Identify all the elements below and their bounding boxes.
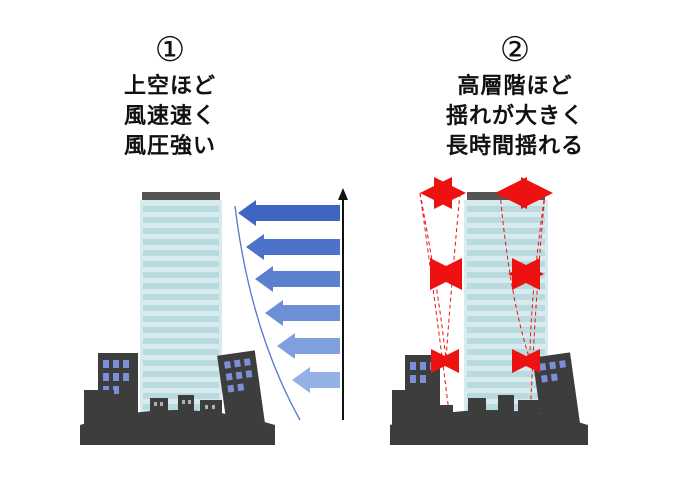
window-band <box>467 327 545 333</box>
caption-line: 上空ほど <box>123 74 216 99</box>
caption-2: ② 高層階ほど 揺れが大きく 長時間揺れる <box>385 28 645 162</box>
height-axis-arrow <box>338 188 348 420</box>
window-band <box>143 294 219 300</box>
window-band <box>143 250 219 256</box>
wind-arrow <box>238 200 340 226</box>
window-band <box>143 228 219 234</box>
caption-line: 長時間揺れる <box>445 134 584 159</box>
caption-number: ② <box>499 30 531 70</box>
window-band <box>143 217 219 223</box>
caption-line: 揺れが大きく <box>445 104 584 129</box>
caption-line: 風速速く <box>123 104 216 129</box>
wind-profile-curve <box>234 205 301 421</box>
sway-arrows <box>420 177 553 373</box>
panel-wind-pressure: ① 上空ほど 風速速く 風圧強い <box>45 28 348 445</box>
window-band <box>467 349 545 355</box>
window-band <box>143 327 219 333</box>
window-band <box>143 360 219 366</box>
window-band <box>143 338 219 344</box>
wind-arrow <box>246 234 340 260</box>
window-band <box>467 360 545 366</box>
wind-arrow <box>277 333 340 359</box>
window-band <box>143 305 219 311</box>
window-band <box>467 228 545 234</box>
window-band <box>143 316 219 322</box>
sway-illustration <box>390 177 588 445</box>
caption-1: ① 上空ほど 風速速く 風圧強い <box>45 28 295 162</box>
window-band <box>143 272 219 278</box>
window-band <box>143 261 219 267</box>
window-band <box>467 283 545 289</box>
wind-arrow <box>292 367 340 393</box>
window-band <box>467 272 545 278</box>
window-band <box>143 371 219 377</box>
caption-number: ① <box>154 30 186 70</box>
city-skyline-icon <box>80 350 275 445</box>
window-band <box>467 382 545 388</box>
window-band <box>467 338 545 344</box>
window-band <box>467 294 545 300</box>
wind-arrows <box>238 200 340 393</box>
wind-arrow <box>255 266 340 292</box>
window-band <box>143 382 219 388</box>
caption-line: 風圧強い <box>123 134 216 159</box>
city-skyline-icon <box>390 352 588 445</box>
window-band <box>467 250 545 256</box>
window-band <box>467 239 545 245</box>
window-band <box>467 217 545 223</box>
wind-illustration <box>80 188 348 445</box>
window-band <box>143 239 219 245</box>
window-band <box>143 349 219 355</box>
window-band <box>143 283 219 289</box>
caption-line: 高層階ほど <box>457 74 573 99</box>
window-band <box>467 261 545 267</box>
panel-building-sway: ② 高層階ほど 揺れが大きく 長時間揺れる <box>350 0 700 479</box>
window-band <box>467 316 545 322</box>
window-band <box>143 206 219 212</box>
window-band <box>467 371 545 377</box>
wind-arrow <box>265 300 340 326</box>
window-band <box>467 305 545 311</box>
window-band <box>467 206 545 212</box>
sway-dashed-lines <box>419 192 546 421</box>
